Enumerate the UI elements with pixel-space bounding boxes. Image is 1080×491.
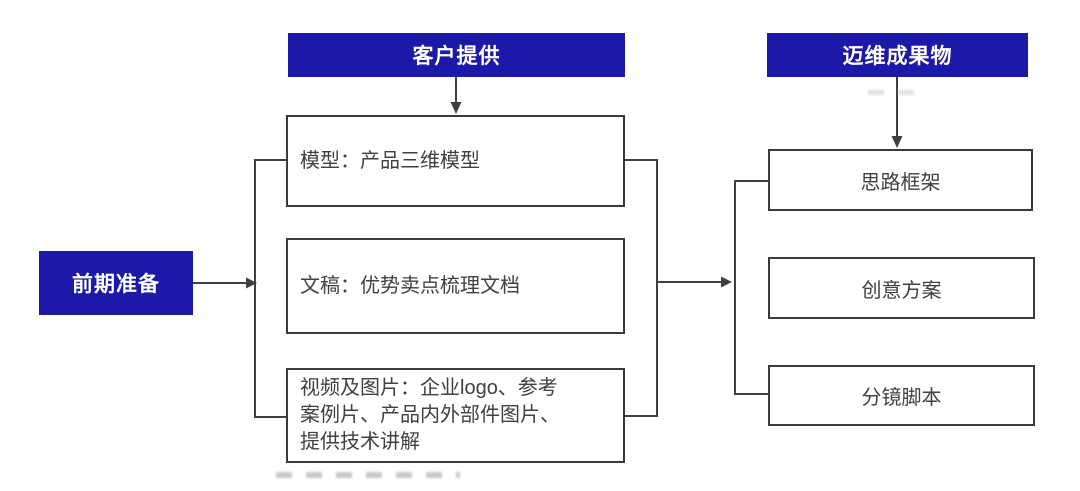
header-client-provides: 客户提供 <box>288 33 625 77</box>
client-item-model-label: 模型：产品三维模型 <box>300 149 480 172</box>
client-item-model: 模型：产品三维模型 <box>286 115 625 207</box>
watermark-smudge <box>276 472 460 478</box>
client-item-media-line1: 视频及图片：企业logo、参考 <box>300 377 558 399</box>
bracket-client-right <box>623 159 658 417</box>
header-client-label: 客户提供 <box>412 45 501 68</box>
deliverable-storyboard: 分镜脚本 <box>768 365 1035 426</box>
bracket-client-left <box>254 159 286 418</box>
arrowhead-down-icon <box>450 102 462 114</box>
header-deliverables: 迈维成果物 <box>767 33 1028 77</box>
client-item-media: 视频及图片：企业logo、参考 案例片、产品内外部件图片、 提供技术讲解 <box>286 368 625 463</box>
arrowhead-right-icon <box>721 276 732 288</box>
deliverable-framework-label: 思路框架 <box>860 171 941 194</box>
client-item-media-line2: 案例片、产品内外部件图片、 <box>300 404 560 426</box>
deliverable-creative-plan: 创意方案 <box>768 257 1035 319</box>
arrowhead-down-icon <box>891 136 903 148</box>
deliverable-storyboard-label: 分镜脚本 <box>861 387 942 409</box>
bracket-deliverables-left <box>734 180 768 395</box>
deliverable-framework: 思路框架 <box>768 149 1033 211</box>
stage-box-label: 前期准备 <box>72 273 160 296</box>
client-item-document: 文稿：优势卖点梳理文档 <box>286 238 625 334</box>
client-item-document-label: 文稿：优势卖点梳理文档 <box>300 274 520 297</box>
stage-box-preparation: 前期准备 <box>39 251 193 315</box>
arrowhead-right-icon <box>246 277 257 289</box>
header-deliverables-label: 迈维成果物 <box>842 45 953 68</box>
watermark-smudge <box>868 90 914 95</box>
client-item-media-line3: 提供技术讲解 <box>300 431 420 453</box>
deliverable-creative-plan-label: 创意方案 <box>861 279 942 302</box>
